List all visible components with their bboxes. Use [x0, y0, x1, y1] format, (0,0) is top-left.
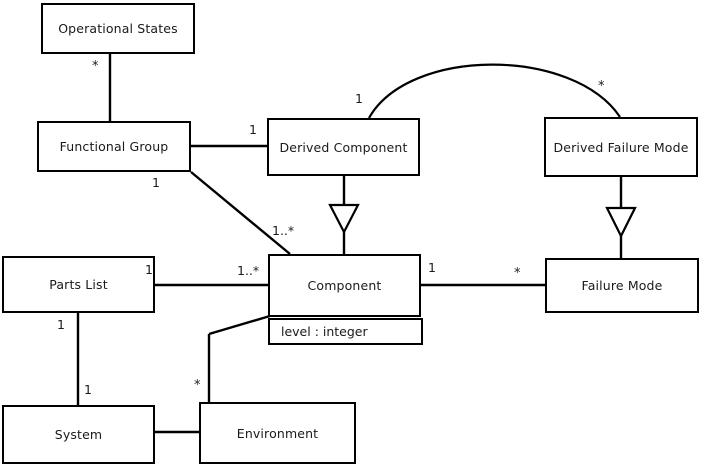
mult-derived-comp-1: 1: [249, 122, 257, 137]
class-box-failure-mode[interactable]: Failure Mode: [545, 258, 699, 313]
class-box-environment[interactable]: Environment: [199, 402, 356, 464]
mult-component-right-1: 1: [428, 260, 436, 275]
attribute-component-level: level : integer: [281, 324, 368, 339]
mult-func-group-1: 1: [152, 175, 160, 190]
class-box-derived-component[interactable]: Derived Component: [267, 118, 420, 176]
class-name-operational-states: Operational States: [58, 21, 178, 36]
class-box-operational-states[interactable]: Operational States: [41, 3, 195, 54]
class-name-parts-list: Parts List: [49, 277, 108, 292]
class-name-component: Component: [307, 278, 382, 293]
edge-functional-group-component: [190, 171, 291, 255]
mult-environment-star: *: [194, 378, 201, 393]
mult-failure-mode-star: *: [514, 266, 521, 281]
class-name-derived-component: Derived Component: [279, 139, 408, 155]
mult-system-up-1: 1: [84, 382, 92, 397]
mult-arc-star: *: [598, 79, 605, 94]
mult-arc-1: 1: [355, 91, 363, 106]
mult-parts-list-1: 1: [145, 262, 153, 277]
hollow-triangle-icon-component: [328, 203, 360, 235]
edge-environment-component-diagonal: [208, 314, 271, 336]
class-name-environment: Environment: [236, 425, 319, 441]
class-box-parts-list[interactable]: Parts List: [2, 256, 155, 313]
class-name-functional-group: Functional Group: [59, 139, 169, 154]
class-box-component[interactable]: Component: [268, 254, 421, 317]
edge-derived-component-derived-failure-mode: [368, 63, 621, 119]
class-name-system: System: [54, 427, 103, 442]
class-name-failure-mode: Failure Mode: [581, 278, 663, 293]
class-box-system[interactable]: System: [2, 405, 155, 464]
mult-parts-list-down-1: 1: [57, 317, 65, 332]
attribute-compartment-component[interactable]: level : integer: [268, 318, 423, 345]
class-box-derived-failure-mode[interactable]: Derived Failure Mode: [544, 117, 698, 177]
mult-component-left-1n: 1..*: [237, 263, 260, 278]
hollow-triangle-icon-failure-mode: [605, 206, 637, 239]
mult-component-diag-1n: 1..*: [272, 223, 295, 238]
class-box-functional-group[interactable]: Functional Group: [37, 121, 191, 172]
mult-op-states-star: *: [92, 59, 99, 74]
class-name-derived-failure-mode: Derived Failure Mode: [553, 139, 689, 155]
